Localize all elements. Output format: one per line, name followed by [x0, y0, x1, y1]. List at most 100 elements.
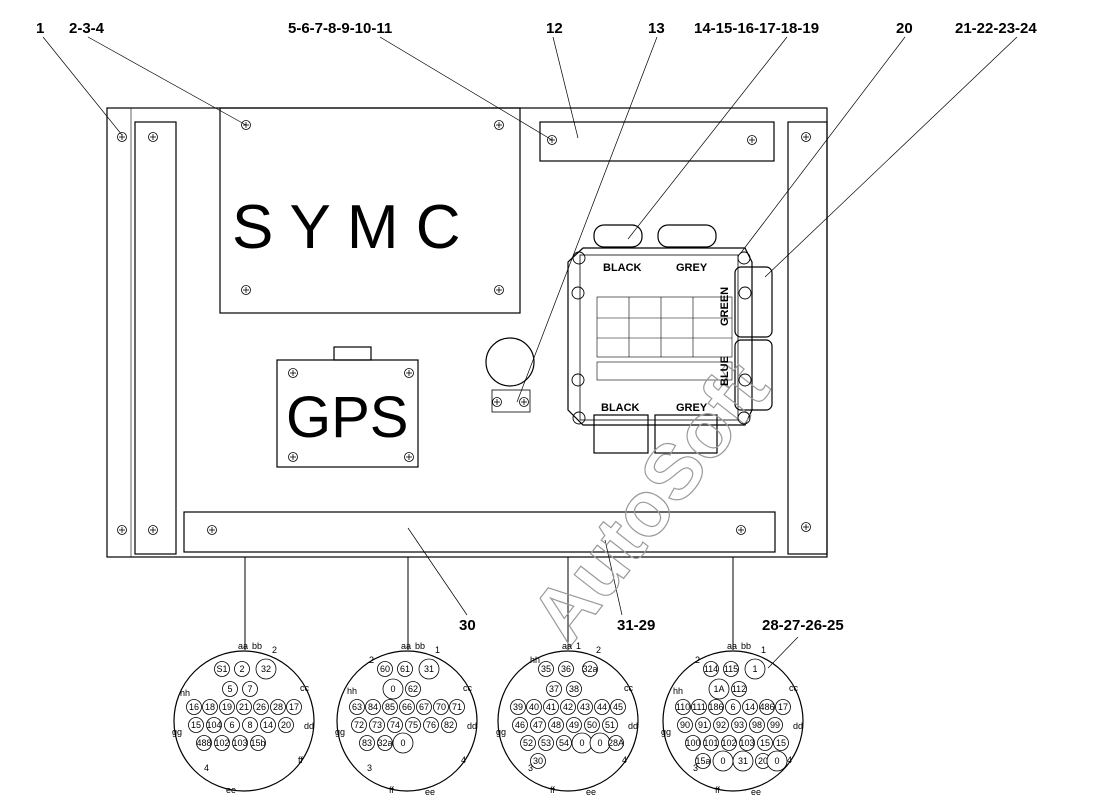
fuse-relay-frame: [579, 254, 739, 421]
connector-pin: 101: [703, 735, 719, 751]
connector-pin: 53: [538, 735, 554, 751]
callout-12: 12: [546, 20, 563, 37]
connector-pin: 82: [441, 717, 457, 733]
round-component: [485, 337, 535, 387]
callout-30: 30: [459, 617, 476, 634]
connector-cavity-label: 2: [596, 645, 601, 655]
grey-connector-block: [654, 414, 718, 454]
symc-panel: [219, 107, 521, 314]
pin-label: 0: [597, 738, 602, 748]
connector-pin: 39: [510, 699, 526, 715]
screw-icon: [241, 285, 251, 295]
callout-13: 13: [648, 20, 665, 37]
connector-cavity-label: dd: [304, 721, 314, 731]
pin-label: S1: [216, 664, 227, 674]
connector-pin: 115: [723, 661, 739, 677]
connector-pin: 15b: [250, 735, 266, 751]
screw-icon: [404, 452, 414, 462]
screw-icon: [736, 525, 746, 535]
pin-label: 17: [778, 702, 788, 712]
fuse-top-black: BLACK: [603, 262, 642, 274]
pin-label: 63: [352, 702, 362, 712]
pin-label: 20: [758, 756, 768, 766]
connector-pin: 36: [558, 661, 574, 677]
connector-pin: 43: [577, 699, 593, 715]
connector-pin: 102: [214, 735, 230, 751]
connector-pin: 20: [278, 717, 294, 733]
pin-label: 18: [205, 702, 215, 712]
pin-label: 44: [597, 702, 607, 712]
connector-pin: 73: [369, 717, 385, 733]
connector-pin: 0: [382, 678, 404, 700]
fuse-label-plate: [657, 224, 717, 248]
pin-label: 28: [273, 702, 283, 712]
pin-label: 92: [716, 720, 726, 730]
connector-cavity-label: gg: [496, 727, 506, 737]
connector-cavity-label: gg: [335, 727, 345, 737]
mount-hole: [738, 373, 752, 387]
black-connector-block: [593, 414, 649, 454]
pin-label: 41: [546, 702, 556, 712]
connector-pin: 42: [560, 699, 576, 715]
connector-pin: 112: [731, 681, 747, 697]
connector-pin: 104: [206, 717, 222, 733]
connector-1: [173, 650, 315, 792]
mounting-screws: [117, 120, 811, 535]
connector-cavity-label: gg: [172, 727, 182, 737]
pin-label: 99: [770, 720, 780, 730]
fuse-bottom-black: BLACK: [601, 402, 640, 414]
screw-icon: [404, 368, 414, 378]
mount-hole: [571, 373, 585, 387]
connector-pin: 17: [286, 699, 302, 715]
connector-pin: 76: [423, 717, 439, 733]
connector-cavity-label: bb: [415, 641, 425, 651]
pin-label: 51: [605, 720, 615, 730]
connector-cavity-label: ff: [298, 755, 303, 765]
connector-cavity-label: bb: [252, 641, 262, 651]
pin-label: 42: [563, 702, 573, 712]
callout-14-19: 14-15-16-17-18-19: [694, 20, 819, 37]
connector-cavity-label: 2: [369, 655, 374, 665]
left-rail-inner: [134, 121, 177, 555]
connector-cavity-label: 1: [435, 645, 440, 655]
pin-label: 7: [247, 684, 252, 694]
connector-pin: 30: [530, 753, 546, 769]
connector-pin: 31: [418, 658, 440, 680]
screw-icon: [288, 368, 298, 378]
connector-cavity-label: 3: [693, 763, 698, 773]
connector-pin: 47: [530, 717, 546, 733]
right-rail: [787, 121, 828, 555]
connector-pin: 186: [708, 699, 724, 715]
connector-pin: 28A: [608, 735, 624, 751]
pin-label: 1: [752, 664, 757, 674]
connector-cavity-label: cc: [789, 683, 799, 693]
pin-label: 186: [708, 702, 723, 712]
pin-label: 43: [580, 702, 590, 712]
pin-label: 0: [400, 738, 405, 748]
connector-cavity-label: aa: [401, 641, 411, 651]
connector-cavity-label: dd: [467, 721, 477, 731]
connector-pin: 93: [731, 717, 747, 733]
pin-label: 14: [745, 702, 755, 712]
connector-3: [497, 650, 639, 792]
pin-label: 103: [739, 738, 754, 748]
connector-cavity-label: dd: [793, 721, 803, 731]
mount-hole: [572, 411, 586, 425]
pin-label: 0: [390, 684, 395, 694]
mount-hole: [572, 251, 586, 265]
mount-hole: [737, 411, 751, 425]
connector-pin: 74: [387, 717, 403, 733]
connector-pin: S1: [214, 661, 230, 677]
callout-1: 1: [36, 20, 44, 37]
connector-cavity-label: hh: [180, 688, 190, 698]
connector-pin: 102: [721, 735, 737, 751]
callout-2-3-4: 2-3-4: [69, 20, 105, 37]
mount-hole: [737, 251, 751, 265]
pin-label: 17: [289, 702, 299, 712]
harness-wires: [244, 557, 734, 650]
connector-cavity-label: 3: [367, 763, 372, 773]
pin-label: 15a: [695, 756, 710, 766]
connector-pin: 70: [433, 699, 449, 715]
